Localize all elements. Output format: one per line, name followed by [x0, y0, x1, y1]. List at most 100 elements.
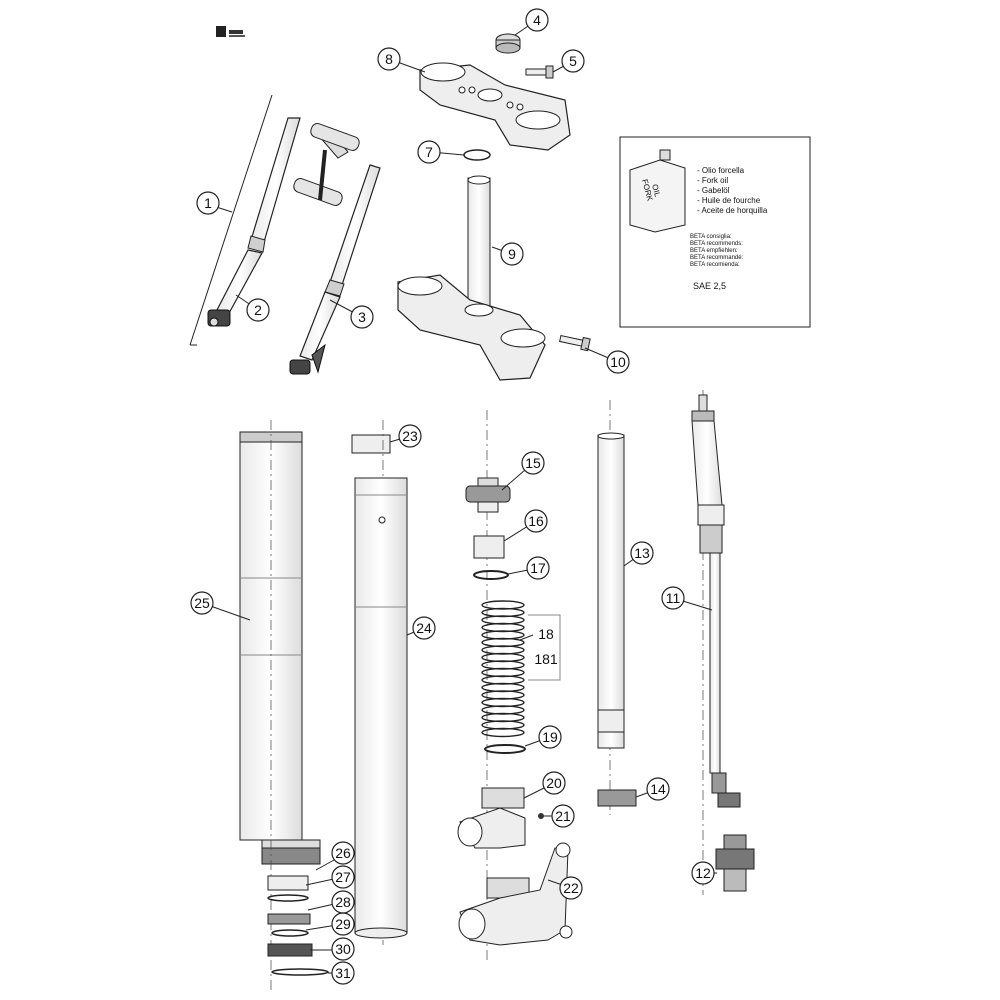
callout-12: 12 — [691, 861, 715, 885]
fork-assembly — [289, 123, 381, 375]
brake-caliper-foot — [458, 842, 573, 946]
oil-name-de: - Gabelöl — [697, 186, 730, 195]
callout-22: 22 — [559, 876, 583, 900]
callout-circle — [190, 591, 214, 615]
callout-number: 22 — [563, 880, 579, 896]
callout-23: 23 — [398, 424, 422, 448]
callout-circle — [398, 424, 422, 448]
callout-circle — [538, 725, 562, 749]
callout-circle — [331, 841, 355, 865]
callout-number: 24 — [416, 620, 432, 636]
callout-7: 7 — [417, 140, 441, 164]
oil-name-es: - Aceite de horquilla — [697, 206, 768, 215]
oil-recommend-en: BETA recommends: — [690, 241, 743, 247]
callout-circle — [691, 861, 715, 885]
callout-circle — [350, 305, 374, 329]
callout-13: 13 — [630, 541, 654, 565]
callout-number: 9 — [508, 246, 516, 262]
oil-recommend-it: BETA consiglia: — [690, 234, 732, 240]
callout-number: 15 — [525, 455, 541, 471]
callout-number: 13 — [634, 545, 650, 561]
oil-can-icon — [629, 149, 686, 233]
spring-coil — [481, 727, 525, 738]
inner-tube — [351, 420, 408, 945]
callout-number: 16 — [528, 513, 544, 529]
callout-circle — [331, 961, 355, 985]
callout-circle — [559, 876, 583, 900]
bleed-screw — [538, 813, 544, 819]
damping-cartridge — [691, 390, 755, 895]
callout-8: 8 — [377, 47, 401, 71]
callout-30: 30 — [331, 937, 355, 961]
callout-4: 4 — [525, 8, 549, 32]
callout-circle — [331, 912, 355, 936]
callout-circle — [524, 509, 548, 533]
lower-clamp-bolt — [559, 334, 591, 352]
seal-stack — [267, 875, 329, 976]
oil-grade: SAE 2,5 — [693, 281, 726, 291]
callout-number: 2 — [254, 302, 262, 318]
callout-28: 28 — [331, 890, 355, 914]
callout-circle — [606, 350, 630, 374]
callout-number: 18 — [538, 626, 554, 642]
oil-name-en: - Fork oil — [697, 176, 728, 185]
upper-triple-clamp — [419, 62, 571, 151]
callout-19: 19 — [538, 725, 562, 749]
callout-circle — [526, 556, 550, 580]
brand-logo-icon — [216, 26, 245, 37]
fork-oil-box: FORK OIL - Olio forcella - Fork oil - Ga… — [619, 136, 811, 328]
callout-27: 27 — [331, 865, 355, 889]
callout-17: 17 — [526, 556, 550, 580]
callout-number: 23 — [402, 428, 418, 444]
callout-circle — [500, 242, 524, 266]
callout-number: 31 — [335, 965, 351, 981]
lower-triple-clamp — [397, 175, 546, 381]
callout-number: 14 — [650, 781, 666, 797]
callout-9: 9 — [500, 242, 524, 266]
callout-11: 11 — [661, 586, 685, 610]
callout-number: 10 — [610, 354, 626, 370]
callout-20: 20 — [542, 771, 566, 795]
spring-washer — [473, 570, 509, 580]
spring-cap — [465, 477, 511, 513]
callout-circle — [412, 616, 436, 640]
callout-3: 3 — [350, 305, 374, 329]
callout-number: 4 — [533, 12, 541, 28]
callout-26: 26 — [331, 841, 355, 865]
damper-tube — [597, 400, 637, 815]
callout-16: 16 — [524, 509, 548, 533]
callout-24: 24 — [412, 616, 436, 640]
callout-circle — [561, 49, 585, 73]
callout-10: 10 — [606, 350, 630, 374]
callout-circle — [525, 8, 549, 32]
callout-14: 14 — [646, 777, 670, 801]
callout-circle — [331, 865, 355, 889]
callout-number: 28 — [335, 894, 351, 910]
callout-circle — [646, 777, 670, 801]
callout-2: 2 — [246, 298, 270, 322]
callout-25: 25 — [190, 591, 214, 615]
fork-leg-left — [207, 117, 301, 327]
callout-15: 15 — [521, 451, 545, 475]
oil-recommend-fr: BETA recommandé: — [690, 255, 744, 261]
callout-number: 11 — [666, 590, 681, 606]
callout-31: 31 — [331, 961, 355, 985]
clamp-bolt — [525, 65, 554, 79]
callout-circle — [521, 451, 545, 475]
callout-number: 20 — [546, 775, 562, 791]
callout-circle — [661, 586, 685, 610]
o-ring — [463, 149, 491, 161]
spring-seat-washer — [484, 744, 526, 754]
callout-1: 1 — [196, 191, 220, 215]
callout-number: 3 — [358, 309, 366, 325]
callout-number: 29 — [335, 916, 351, 932]
callout-circle — [417, 140, 441, 164]
callout-29: 29 — [331, 912, 355, 936]
callout-number: 25 — [194, 595, 210, 611]
callout-number: 17 — [530, 560, 546, 576]
callout-number: 181 — [534, 651, 558, 667]
callout-circle — [551, 804, 575, 828]
callout-number: 30 — [335, 941, 351, 957]
callout-number: 12 — [695, 865, 711, 881]
